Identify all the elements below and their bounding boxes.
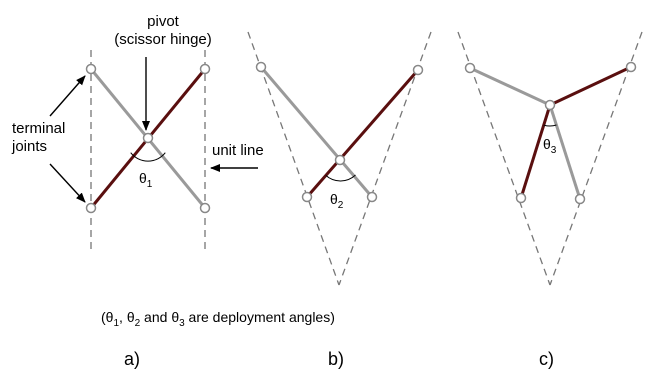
caption-tail: are deployment angles) <box>184 309 335 325</box>
joint-bottom-right-b <box>366 191 378 203</box>
panel-label-c: c) <box>539 349 554 369</box>
joint-bottom-left-c <box>515 192 527 204</box>
red-bar-c-upper <box>549 65 632 107</box>
terminal-label-line1: terminal <box>12 120 66 137</box>
joint-top-left-c <box>464 62 476 74</box>
deployment-angles-caption: (θ1, θ2 and θ3 are deployment angles) <box>101 308 335 333</box>
joint-bottom-left-b <box>301 191 313 203</box>
joint-top-left-b <box>255 61 267 73</box>
theta-2-symbol: θ <box>330 191 338 207</box>
panel-a <box>49 50 258 252</box>
theta-1-label: θ1 <box>139 169 152 194</box>
terminal-label-line2: joints <box>12 138 48 155</box>
red-bar-b <box>305 69 420 198</box>
joint-top-left-a <box>85 63 97 75</box>
caption-theta-3: θ <box>171 309 180 325</box>
theta-3-symbol: θ <box>543 136 551 152</box>
arrow-terminal-bottom <box>49 163 86 203</box>
pivot-label: pivot (scissor hinge) <box>108 13 218 49</box>
angle-arc-b <box>325 174 356 182</box>
guide-right-c <box>549 31 643 286</box>
angle-arc-c <box>543 124 557 127</box>
joint-bottom-left-a <box>85 202 97 214</box>
joint-top-right-c <box>625 61 637 73</box>
angle-arc-a <box>130 152 166 162</box>
caption-theta-2-index: 2 <box>134 317 141 329</box>
pivot-joint-a <box>142 132 154 144</box>
joint-top-right-a <box>199 63 211 75</box>
theta-2-index: 2 <box>337 199 344 211</box>
red-bar-c-lower <box>519 104 552 199</box>
joint-top-right-b <box>412 64 424 76</box>
pivot-joint-c <box>544 99 556 111</box>
theta-3-label: θ3 <box>543 135 556 160</box>
caption-open: ( <box>101 309 106 325</box>
joint-bottom-right-c <box>574 193 586 205</box>
arrow-terminal-top <box>49 75 86 117</box>
grey-bar-c-lower <box>548 104 582 200</box>
caption-theta-3-index: 3 <box>179 317 185 329</box>
panel-label-b: b) <box>328 349 345 369</box>
pivot-label-line1: pivot <box>147 13 179 30</box>
caption-theta-1-index: 1 <box>113 317 120 329</box>
guide-right-b <box>338 31 432 286</box>
unit-line-label: unit line <box>212 142 264 159</box>
panel-b <box>247 31 432 286</box>
caption-and: and <box>140 309 172 325</box>
panel-label-a: a) <box>124 349 141 369</box>
theta-1-index: 1 <box>146 178 153 190</box>
joint-bottom-right-a <box>199 202 211 214</box>
grey-bar-c-upper <box>469 66 551 107</box>
guide-left-b <box>247 31 340 286</box>
guide-left-c <box>457 31 551 286</box>
panel-c <box>457 31 643 286</box>
pivot-label-line2: (scissor hinge) <box>114 31 212 48</box>
caption-theta-2: θ <box>126 309 135 325</box>
caption-sep: , <box>119 309 127 325</box>
theta-1-symbol: θ <box>139 170 147 186</box>
pivot-joint-b <box>334 154 346 166</box>
grey-bar-b <box>259 66 374 198</box>
theta-2-label: θ2 <box>330 190 343 215</box>
terminal-joints-label: terminal joints <box>12 120 65 156</box>
theta-3-index: 3 <box>550 144 557 156</box>
caption-theta-1: θ <box>105 309 114 325</box>
